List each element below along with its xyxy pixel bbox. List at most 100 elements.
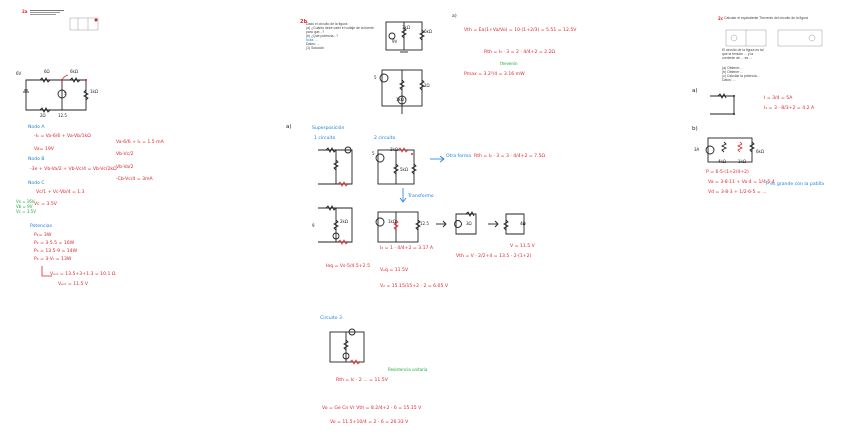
nodo-c-title: Nodo C bbox=[28, 181, 45, 186]
circuit-c2 bbox=[375, 147, 418, 185]
circuit-a-label-5: 1kΩ bbox=[90, 89, 98, 94]
d-prompt-line-6: Datos: ... bbox=[722, 78, 736, 82]
problem-b-prompt: Dado el circuito de la figura: (a) ¿Cuán… bbox=[306, 22, 376, 50]
d-a-eq-2: I₁ = 3 · 8/3+2 = 4.2 A bbox=[764, 106, 815, 111]
circuit-d-b bbox=[705, 137, 756, 163]
problem-b-green-note: thevenin bbox=[500, 61, 518, 66]
d-a-eq-1: I = 3/4 = 5A bbox=[764, 96, 793, 101]
problem-b-eq-1: Vth = Ea(1+Va/Vo) = 10·(1+2/3) = 5.51 = … bbox=[464, 28, 577, 33]
circuit-c-label-6: 1kΩ bbox=[388, 219, 396, 224]
side-eq-2: Vb-Vc/2 bbox=[116, 152, 134, 158]
arrow-transform bbox=[399, 188, 407, 203]
c-right-eq-2: V = 11.5 V bbox=[510, 244, 535, 249]
arrow-other-form bbox=[430, 155, 445, 163]
prompt-line-4: (b) ¿Qué potencia...? bbox=[306, 34, 339, 38]
prompt-line-7: Datos: ... bbox=[306, 42, 320, 46]
d-prompt-line-5: (c) Calcular la potencia... bbox=[722, 74, 760, 78]
d-b-eq-3: Vd = 3·8·3 + 1/2·6·5 = ... bbox=[708, 190, 767, 195]
problem-d-prompt: Calcular el equivalente Thevenin del cir… bbox=[724, 16, 834, 20]
d-prompt-line-1: Calcular el equivalente Thevenin del cir… bbox=[724, 16, 808, 20]
problem-d-items: (a) Obtener... (b) Obtener ... (c) Calcu… bbox=[722, 66, 832, 82]
circuit-b-label-2: 3kΩ bbox=[402, 25, 410, 30]
d-side-line-3: corriente de ... es ... bbox=[722, 56, 752, 60]
power-line-3: P₃ = 13.5·9 = 14W bbox=[34, 249, 78, 254]
green-result-note: Vs = 16V Vb = 9V Vc = 3.5V bbox=[16, 199, 36, 214]
arrow-small-2 bbox=[488, 220, 499, 228]
circuit-c-label-5: 2kΩ bbox=[340, 219, 348, 224]
nodo-c-eq: Vc/1 + Vc-Vb/4 = 1.3 bbox=[36, 190, 85, 195]
circuit-b-label-6: 1kΩ bbox=[396, 97, 404, 102]
transform-label: Transformo bbox=[408, 194, 434, 199]
circuit-d-a bbox=[710, 92, 735, 115]
circuit-d-label-3: 1kΩ bbox=[738, 159, 746, 164]
power-line-1: P₁= 3W bbox=[34, 233, 52, 238]
c-left-eq-1: Ieq = Vs-5/4.5+2.5 bbox=[326, 264, 370, 269]
circuit-a-label-3: 6kΩ bbox=[70, 69, 78, 74]
circuit-a-label-1: 6V bbox=[16, 71, 22, 76]
side-eq-1: Va-6/6 + I₁ = 1.5 mA bbox=[116, 140, 164, 145]
c-bottom-eq-2: Vo = Ge Cn Vr Vth = 8.2/4+2 · 6 = 15.15 … bbox=[322, 406, 422, 411]
circuit-c3 bbox=[329, 328, 365, 365]
circuit-c-label-7: 12.5 bbox=[420, 221, 429, 226]
power-arrow bbox=[41, 266, 52, 277]
circuit-c-label-1: 5 bbox=[372, 151, 375, 156]
c-bottom-eq-3: Vo = 11.5+10/4 = 2 · 6 = 26.33 V bbox=[330, 420, 409, 425]
problem-b-handdrawn-circuit bbox=[379, 69, 426, 114]
circuit3-title: Circuito 3 bbox=[320, 316, 342, 321]
misc-va: Va= 19V bbox=[34, 147, 54, 152]
d-prompt-line-4: (b) Obtener ... bbox=[722, 70, 744, 74]
nodo-a-title: Nodo A bbox=[28, 125, 45, 130]
circuit2-title: 2 circuito bbox=[374, 136, 396, 141]
other-form-label: Otra forma bbox=[446, 154, 472, 159]
side-eq-3: Vb-Va/2 bbox=[116, 164, 134, 170]
misc-vc: Vc = 3.5V bbox=[34, 202, 57, 207]
circuit-d-label-4: 6kΩ bbox=[756, 149, 764, 154]
circuit-c1 bbox=[318, 146, 353, 187]
circuit-a bbox=[23, 74, 90, 114]
circuit-c-label-9: 4Ω bbox=[520, 221, 526, 226]
problem-d-part-b-label: b) bbox=[692, 126, 698, 132]
problem-a-side-eqs: Va-6/6 + I₁ = 1.5 mA Vb-Vc/2 Vb-Va/2 -Cb… bbox=[116, 140, 176, 183]
circuit-c-left-bottom bbox=[318, 204, 353, 245]
superposicion-title: Superposición bbox=[312, 126, 345, 131]
potencias-title: Potencias bbox=[30, 224, 52, 229]
problem-b-number: 2b bbox=[300, 19, 308, 25]
prompt-line-2: (a) ¿Cuánto debe valer el voltaje de la … bbox=[306, 26, 374, 30]
problem-d-side-text: El circuito de la figura es tal que la t… bbox=[722, 48, 832, 60]
circuit-c-label-4: 9 bbox=[312, 223, 315, 228]
d-b-eq-2: Va = 3·8·11 + Vo·4 = 1/4·5·4 bbox=[708, 180, 775, 185]
d-prompt-line-3: (a) Obtener... bbox=[722, 66, 742, 70]
power-line-4: P₄ = 3·Vₜ = 13W bbox=[34, 257, 72, 262]
prompt-line-1: Dado el circuito de la figura: bbox=[306, 22, 349, 26]
circuit-c-thev-2 bbox=[502, 213, 525, 235]
problem-d-printed-circuits bbox=[725, 29, 823, 47]
circuit-b-label-4: 5 bbox=[374, 75, 377, 80]
circuit-c-label-2: 3kΩ bbox=[390, 147, 398, 152]
c-mid-eq-2: Vₑq = 11.5V bbox=[380, 268, 409, 273]
problem-a-number: 2a bbox=[22, 9, 28, 14]
circuit-b-label-3: 6kΩ bbox=[424, 29, 432, 34]
prompt-line-3: para que...? bbox=[306, 30, 325, 34]
c-right-eq-1: Vth = V · 2/2+4 = 13.5 · 2·(1+2) bbox=[456, 254, 532, 259]
problem-b-eq-3: Pmax = 3.2²/4 = 3.16 mW bbox=[464, 72, 525, 77]
d-b-eq-1: P = 6·5·(1+2/4+2) bbox=[706, 170, 749, 175]
thevenin-eq: Rth = I₂ · 3 = 3 · 4/4+2 = 7.5Ω bbox=[474, 154, 545, 159]
circuit-a-label-7: 12.5 bbox=[58, 113, 67, 118]
c-green-note: Resistencia unitaria bbox=[388, 367, 428, 372]
nodo-b-title: Nodo B bbox=[28, 157, 45, 162]
problem-b-eq-2: Rth = I₃ · 3 = 2 · 4/4+2 = 2.2Ω bbox=[484, 50, 555, 55]
circuit-c-label-3: 5kΩ bbox=[400, 167, 408, 172]
d-side-line-2: que la tensión ... y la bbox=[722, 52, 754, 56]
circuit-a-label-4: 5 bbox=[64, 91, 67, 96]
d-side-line-1: El circuito de la figura es tal bbox=[722, 48, 764, 52]
circuit-b-label-5: 2Ω bbox=[424, 83, 430, 88]
d-b-note: P es grande con la patilla bbox=[766, 182, 825, 187]
c-mid-eq-1: I₂ = 1 · 4/4+2 = 3.17 A bbox=[380, 246, 434, 251]
circuit1-title: 1 circuito bbox=[314, 136, 336, 141]
nodo-b-eq: -3e + Vb-Va/2 + Vb-Vc/4 = Vb-Vc/2kΩ bbox=[30, 167, 117, 172]
problem-a: 2a 6V 6Ω 6kΩ 5 1kΩ 2Ω 12.5 Nodo A -I₁ = … bbox=[0, 0, 130, 444]
circuit-a-label-2: 6Ω bbox=[44, 69, 50, 74]
problem-d-part-a-label: a) bbox=[692, 88, 698, 94]
problem-b-part-a-label: a) bbox=[452, 14, 457, 19]
circuit-c-thev-1 bbox=[454, 210, 477, 235]
